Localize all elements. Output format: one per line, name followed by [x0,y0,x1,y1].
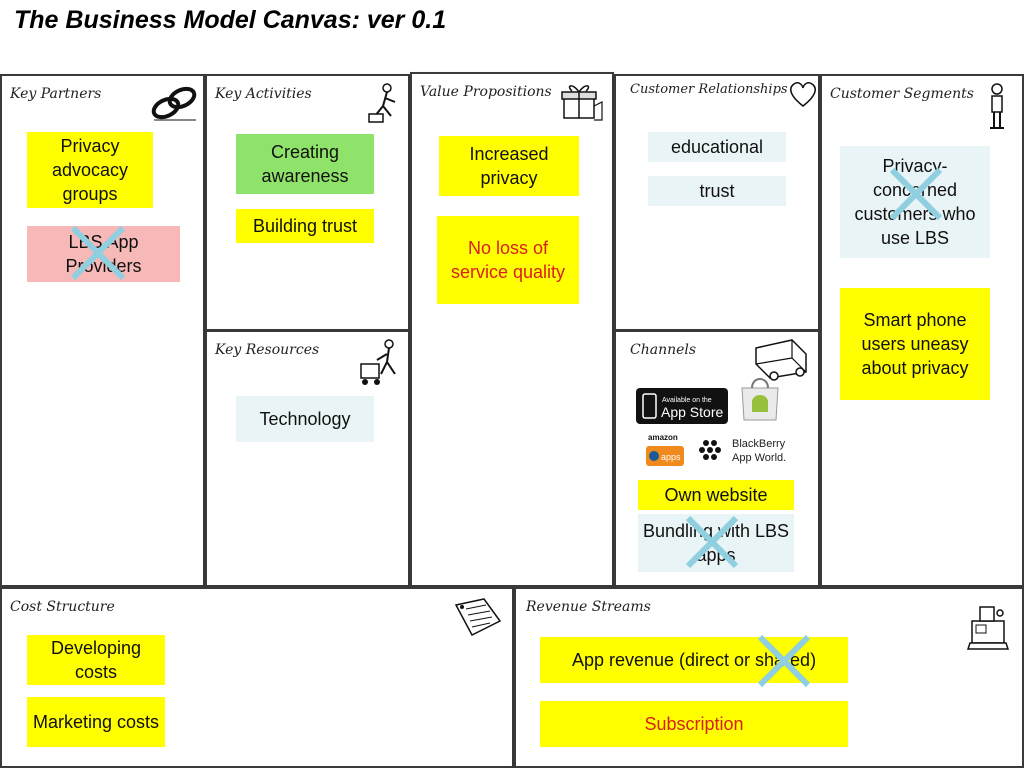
cost-structure-block: Cost Structure Developing costs Marketin… [0,587,514,768]
note-technology: Technology [236,396,374,442]
value-propositions-block: Value Propositions Increased privacy No … [410,72,614,587]
note-own-website: Own website [638,480,794,510]
app-store-top-text: Available on the [662,397,712,404]
amazon-apps-badge: amazon apps [644,430,686,470]
customer-segments-block: Customer Segments Privacy-concerned cust… [820,74,1024,587]
note-marketing-costs: Marketing costs [27,697,165,747]
revenue-streams-block: Revenue Streams App revenue (direct or s… [514,587,1024,768]
price-tag-icon [454,598,502,636]
worker-icon [368,83,396,123]
android-market-bag-icon [741,378,779,421]
blackberry-line1-text: BlackBerry [732,438,786,450]
note-bundling-with-lbs-apps: Bundling with LBS apps [638,514,794,572]
app-store-badge: Available on the App Store [636,388,728,424]
cost-structure-title: Cost Structure [10,599,115,615]
channels-title: Channels [630,342,697,358]
note-smart-phone-users: Smart phone users uneasy about privacy [840,288,990,400]
key-activities-block: Key Activities Creating awareness Buildi… [205,74,410,331]
heart-icon [790,82,816,107]
note-privacy-concerned-customers: Privacy-concerned customers who use LBS [840,146,990,258]
blackberry-line2-text: App World. [732,452,786,464]
key-partners-title: Key Partners [10,86,102,102]
revenue-streams-title: Revenue Streams [526,599,651,615]
note-lbs-app-providers: LBS App Providers [27,226,180,282]
delivery-truck-icon [755,339,807,381]
channels-block: Channels Available on the App Store amaz… [614,330,820,587]
person-icon [990,83,1004,129]
note-educational: educational [648,132,786,162]
value-propositions-title: Value Propositions [420,84,552,100]
worker-with-cart-icon [360,339,396,385]
canvas-title: The Business Model Canvas: ver 0.1 [14,6,447,34]
gift-box-icon [561,85,603,121]
key-partners-block: Key Partners Privacy advocacy groups LBS… [0,74,205,587]
app-store-main-text: App Store [661,404,723,420]
blackberry-app-world-badge: BlackBerry App World. [699,438,786,464]
note-creating-awareness: Creating awareness [236,134,374,194]
key-activities-title: Key Activities [215,86,312,102]
note-privacy-advocacy-groups: Privacy advocacy groups [27,132,153,208]
key-resources-block: Key Resources Technology [205,330,410,587]
note-no-loss-of-service-quality: No loss of service quality [437,216,579,304]
note-trust: trust [648,176,786,206]
note-increased-privacy: Increased privacy [439,136,579,196]
cash-register-icon [966,606,1010,650]
note-building-trust: Building trust [236,209,374,243]
key-resources-title: Key Resources [215,342,320,358]
customer-segments-title: Customer Segments [830,86,974,102]
customer-relationships-title: Customer Relationships [630,82,788,97]
customer-relationships-block: Customer Relationships educational trust [614,74,820,331]
note-developing-costs: Developing costs [27,635,165,685]
amazon-top-text: amazon [648,433,678,442]
note-app-revenue: App revenue (direct or shared) [540,637,848,683]
note-subscription: Subscription [540,701,848,747]
chain-link-icon [151,86,197,121]
amazon-main-text: apps [661,452,681,462]
